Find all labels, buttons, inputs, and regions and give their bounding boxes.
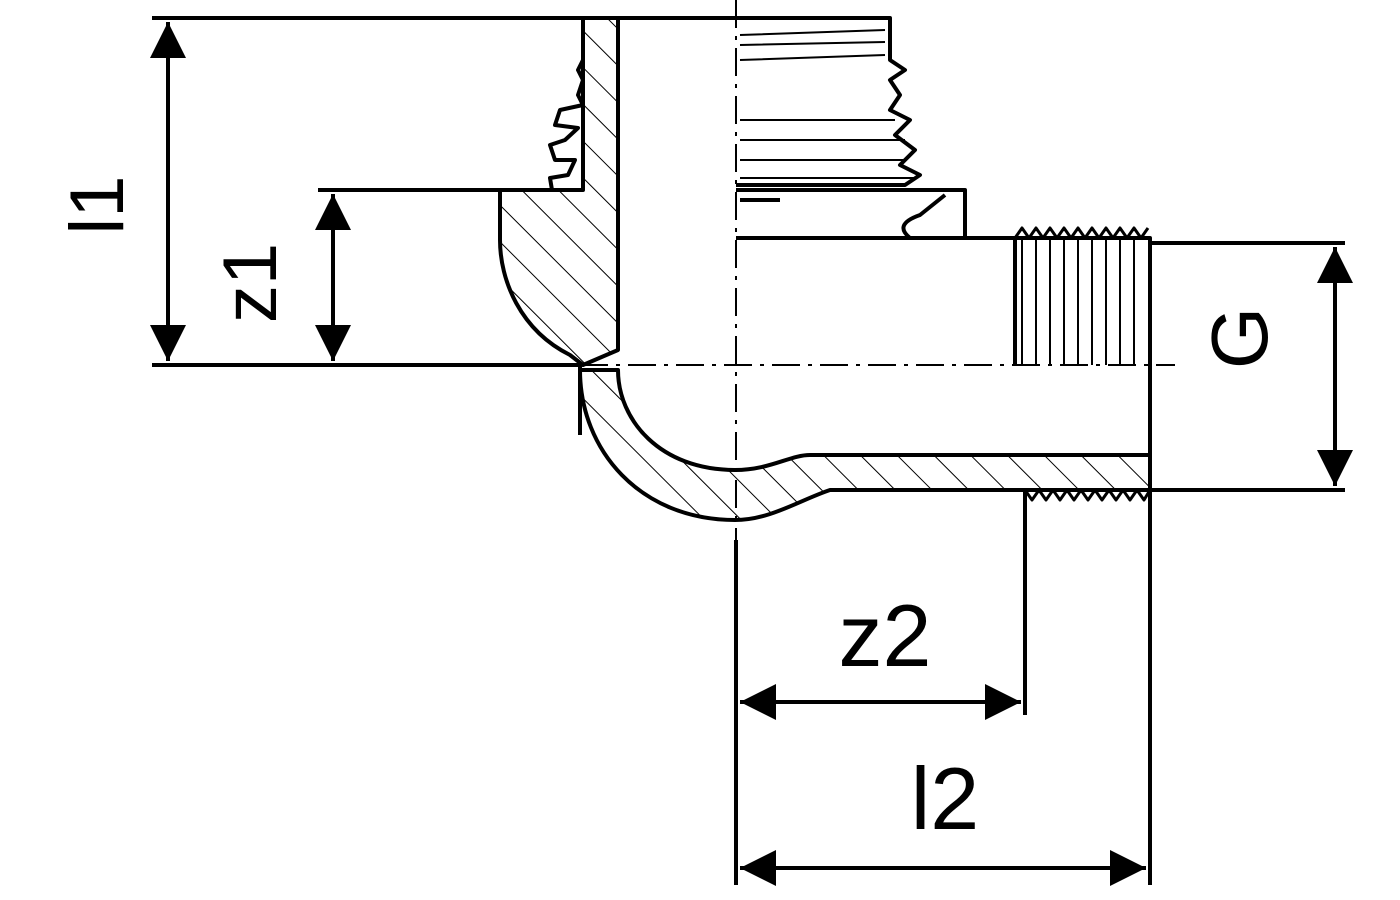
dim-label-l1: l1 <box>55 175 140 235</box>
hatched-wall-bend <box>578 368 1152 522</box>
dim-label-z2: z2 <box>838 586 932 685</box>
socket-upper-right <box>736 16 922 187</box>
socket-neck <box>736 188 967 240</box>
thread-outlet-bottom <box>1023 488 1152 502</box>
thread-outlet-lines <box>1021 238 1135 365</box>
thread-outlet-top <box>1013 226 1150 240</box>
thread-profile-upper-left <box>548 18 585 191</box>
fitting-body <box>155 0 1175 885</box>
body-outline <box>155 188 1152 885</box>
dimension-lines <box>150 16 1353 886</box>
dim-label-l2: l2 <box>910 749 980 848</box>
dim-label-g: G <box>1195 306 1284 370</box>
hatched-wall-upper <box>498 16 620 367</box>
socket-thread-lines <box>739 29 915 179</box>
dim-label-z1: z1 <box>208 242 293 324</box>
